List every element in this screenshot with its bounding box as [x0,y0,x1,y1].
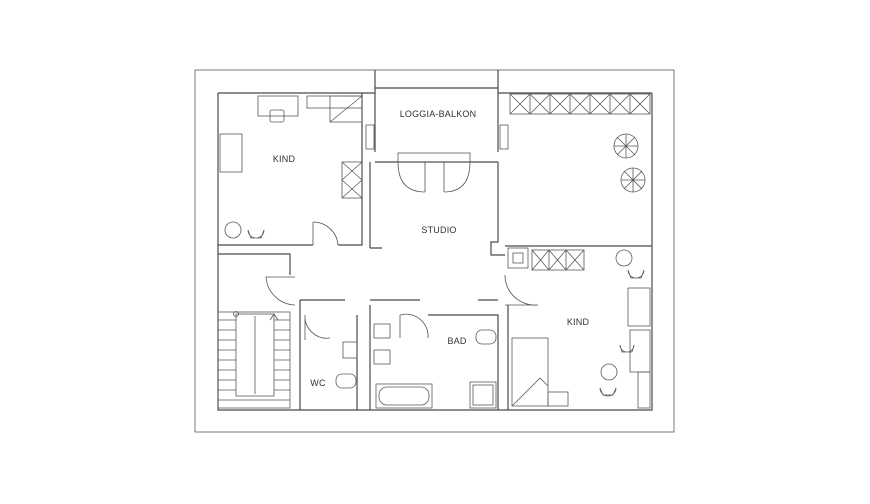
plot-boundary [194,69,675,433]
room-label-loggia: LOGGIA-BALKON [400,109,477,119]
wc-fixtures [335,341,358,389]
room-label-bad: BAD [447,336,466,346]
staircase [217,311,291,409]
room-label-studio: STUDIO [421,225,456,235]
loggia-balkon [365,124,509,193]
doors [265,221,539,340]
bathroom-fixtures [373,323,497,409]
studio-furniture [509,93,651,193]
room-label-wc: WC [310,378,326,388]
room-label-kind-left: KIND [273,154,296,164]
kind-right-furniture [507,247,651,409]
interior-walls [218,93,652,410]
kind-left-furniture [219,95,363,239]
exterior-walls [217,70,653,411]
room-label-kind-right: KIND [567,317,590,327]
